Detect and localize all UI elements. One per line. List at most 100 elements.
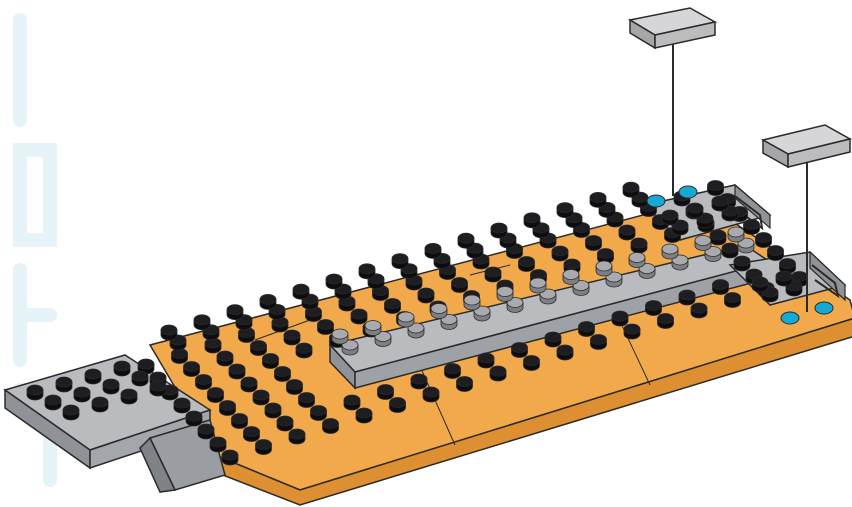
stud bbox=[418, 288, 434, 298]
callout-tile-upper bbox=[630, 8, 715, 196]
stud bbox=[695, 236, 711, 246]
stud bbox=[557, 203, 573, 213]
stud bbox=[251, 341, 267, 351]
stud bbox=[586, 236, 602, 246]
stud bbox=[598, 249, 614, 259]
stud bbox=[519, 257, 535, 267]
stud bbox=[662, 210, 678, 220]
stud bbox=[208, 388, 224, 398]
stud bbox=[734, 256, 750, 266]
stud bbox=[210, 437, 226, 447]
stud bbox=[768, 246, 784, 256]
stud bbox=[45, 395, 61, 405]
stud bbox=[780, 259, 796, 269]
stud bbox=[253, 390, 269, 400]
stud bbox=[545, 332, 561, 342]
stud bbox=[457, 377, 473, 387]
stud bbox=[756, 233, 772, 243]
stud bbox=[121, 389, 137, 399]
stud bbox=[351, 309, 367, 319]
stud bbox=[423, 387, 439, 397]
stud bbox=[623, 182, 639, 192]
stud bbox=[612, 311, 628, 321]
stud bbox=[629, 253, 645, 263]
stud bbox=[385, 299, 401, 309]
stud bbox=[792, 272, 808, 282]
stud bbox=[713, 280, 729, 290]
stud bbox=[619, 225, 635, 235]
stud bbox=[557, 345, 573, 355]
stud bbox=[323, 419, 339, 429]
stud bbox=[114, 361, 130, 371]
stud bbox=[287, 380, 303, 390]
stud bbox=[728, 227, 744, 237]
stud bbox=[277, 416, 293, 426]
stud bbox=[552, 246, 568, 256]
stud bbox=[392, 254, 408, 264]
stud bbox=[646, 301, 662, 311]
stud bbox=[56, 377, 72, 387]
stud bbox=[590, 192, 606, 202]
stud bbox=[490, 366, 506, 376]
stud bbox=[244, 427, 260, 437]
stud bbox=[491, 223, 507, 233]
stud bbox=[275, 367, 291, 377]
stud bbox=[563, 270, 579, 280]
stud bbox=[198, 424, 214, 434]
stud bbox=[398, 312, 414, 322]
stud bbox=[217, 351, 233, 361]
stud bbox=[318, 320, 334, 330]
stud bbox=[708, 181, 724, 191]
stud bbox=[344, 395, 360, 405]
stud bbox=[150, 381, 166, 391]
stud bbox=[591, 335, 607, 345]
stud bbox=[425, 243, 441, 253]
stud bbox=[464, 295, 480, 305]
stud bbox=[725, 293, 741, 303]
stud bbox=[596, 261, 612, 271]
stud bbox=[445, 364, 461, 374]
stud bbox=[524, 213, 540, 223]
stud bbox=[220, 401, 236, 411]
stud bbox=[658, 314, 674, 324]
stud bbox=[378, 385, 394, 395]
stud bbox=[631, 238, 647, 248]
stud bbox=[256, 440, 272, 450]
stud bbox=[150, 372, 166, 382]
stud bbox=[365, 321, 381, 331]
stud bbox=[564, 259, 580, 269]
stud bbox=[485, 267, 501, 277]
stud bbox=[74, 387, 90, 397]
stud bbox=[390, 398, 406, 408]
stud bbox=[241, 377, 257, 387]
stud bbox=[311, 406, 327, 416]
stud bbox=[174, 398, 190, 408]
stud bbox=[293, 284, 309, 294]
stud bbox=[752, 277, 768, 287]
stud bbox=[458, 233, 474, 243]
stud bbox=[186, 411, 202, 421]
stud bbox=[452, 278, 468, 288]
stud bbox=[132, 371, 148, 381]
stud bbox=[299, 393, 315, 403]
stud bbox=[229, 364, 245, 374]
stud bbox=[722, 243, 738, 253]
stud bbox=[63, 405, 79, 415]
stud bbox=[662, 244, 678, 254]
stud bbox=[103, 379, 119, 389]
stud bbox=[27, 385, 43, 395]
stud bbox=[222, 450, 238, 460]
stud bbox=[687, 203, 703, 213]
stud bbox=[232, 414, 248, 424]
stud bbox=[524, 356, 540, 366]
stud bbox=[296, 343, 312, 353]
stud bbox=[679, 290, 695, 300]
stud bbox=[194, 315, 210, 325]
stud bbox=[431, 304, 447, 314]
stud bbox=[260, 294, 276, 304]
stud bbox=[744, 220, 760, 230]
stud bbox=[326, 274, 342, 284]
stud bbox=[530, 278, 546, 288]
stud bbox=[478, 353, 494, 363]
